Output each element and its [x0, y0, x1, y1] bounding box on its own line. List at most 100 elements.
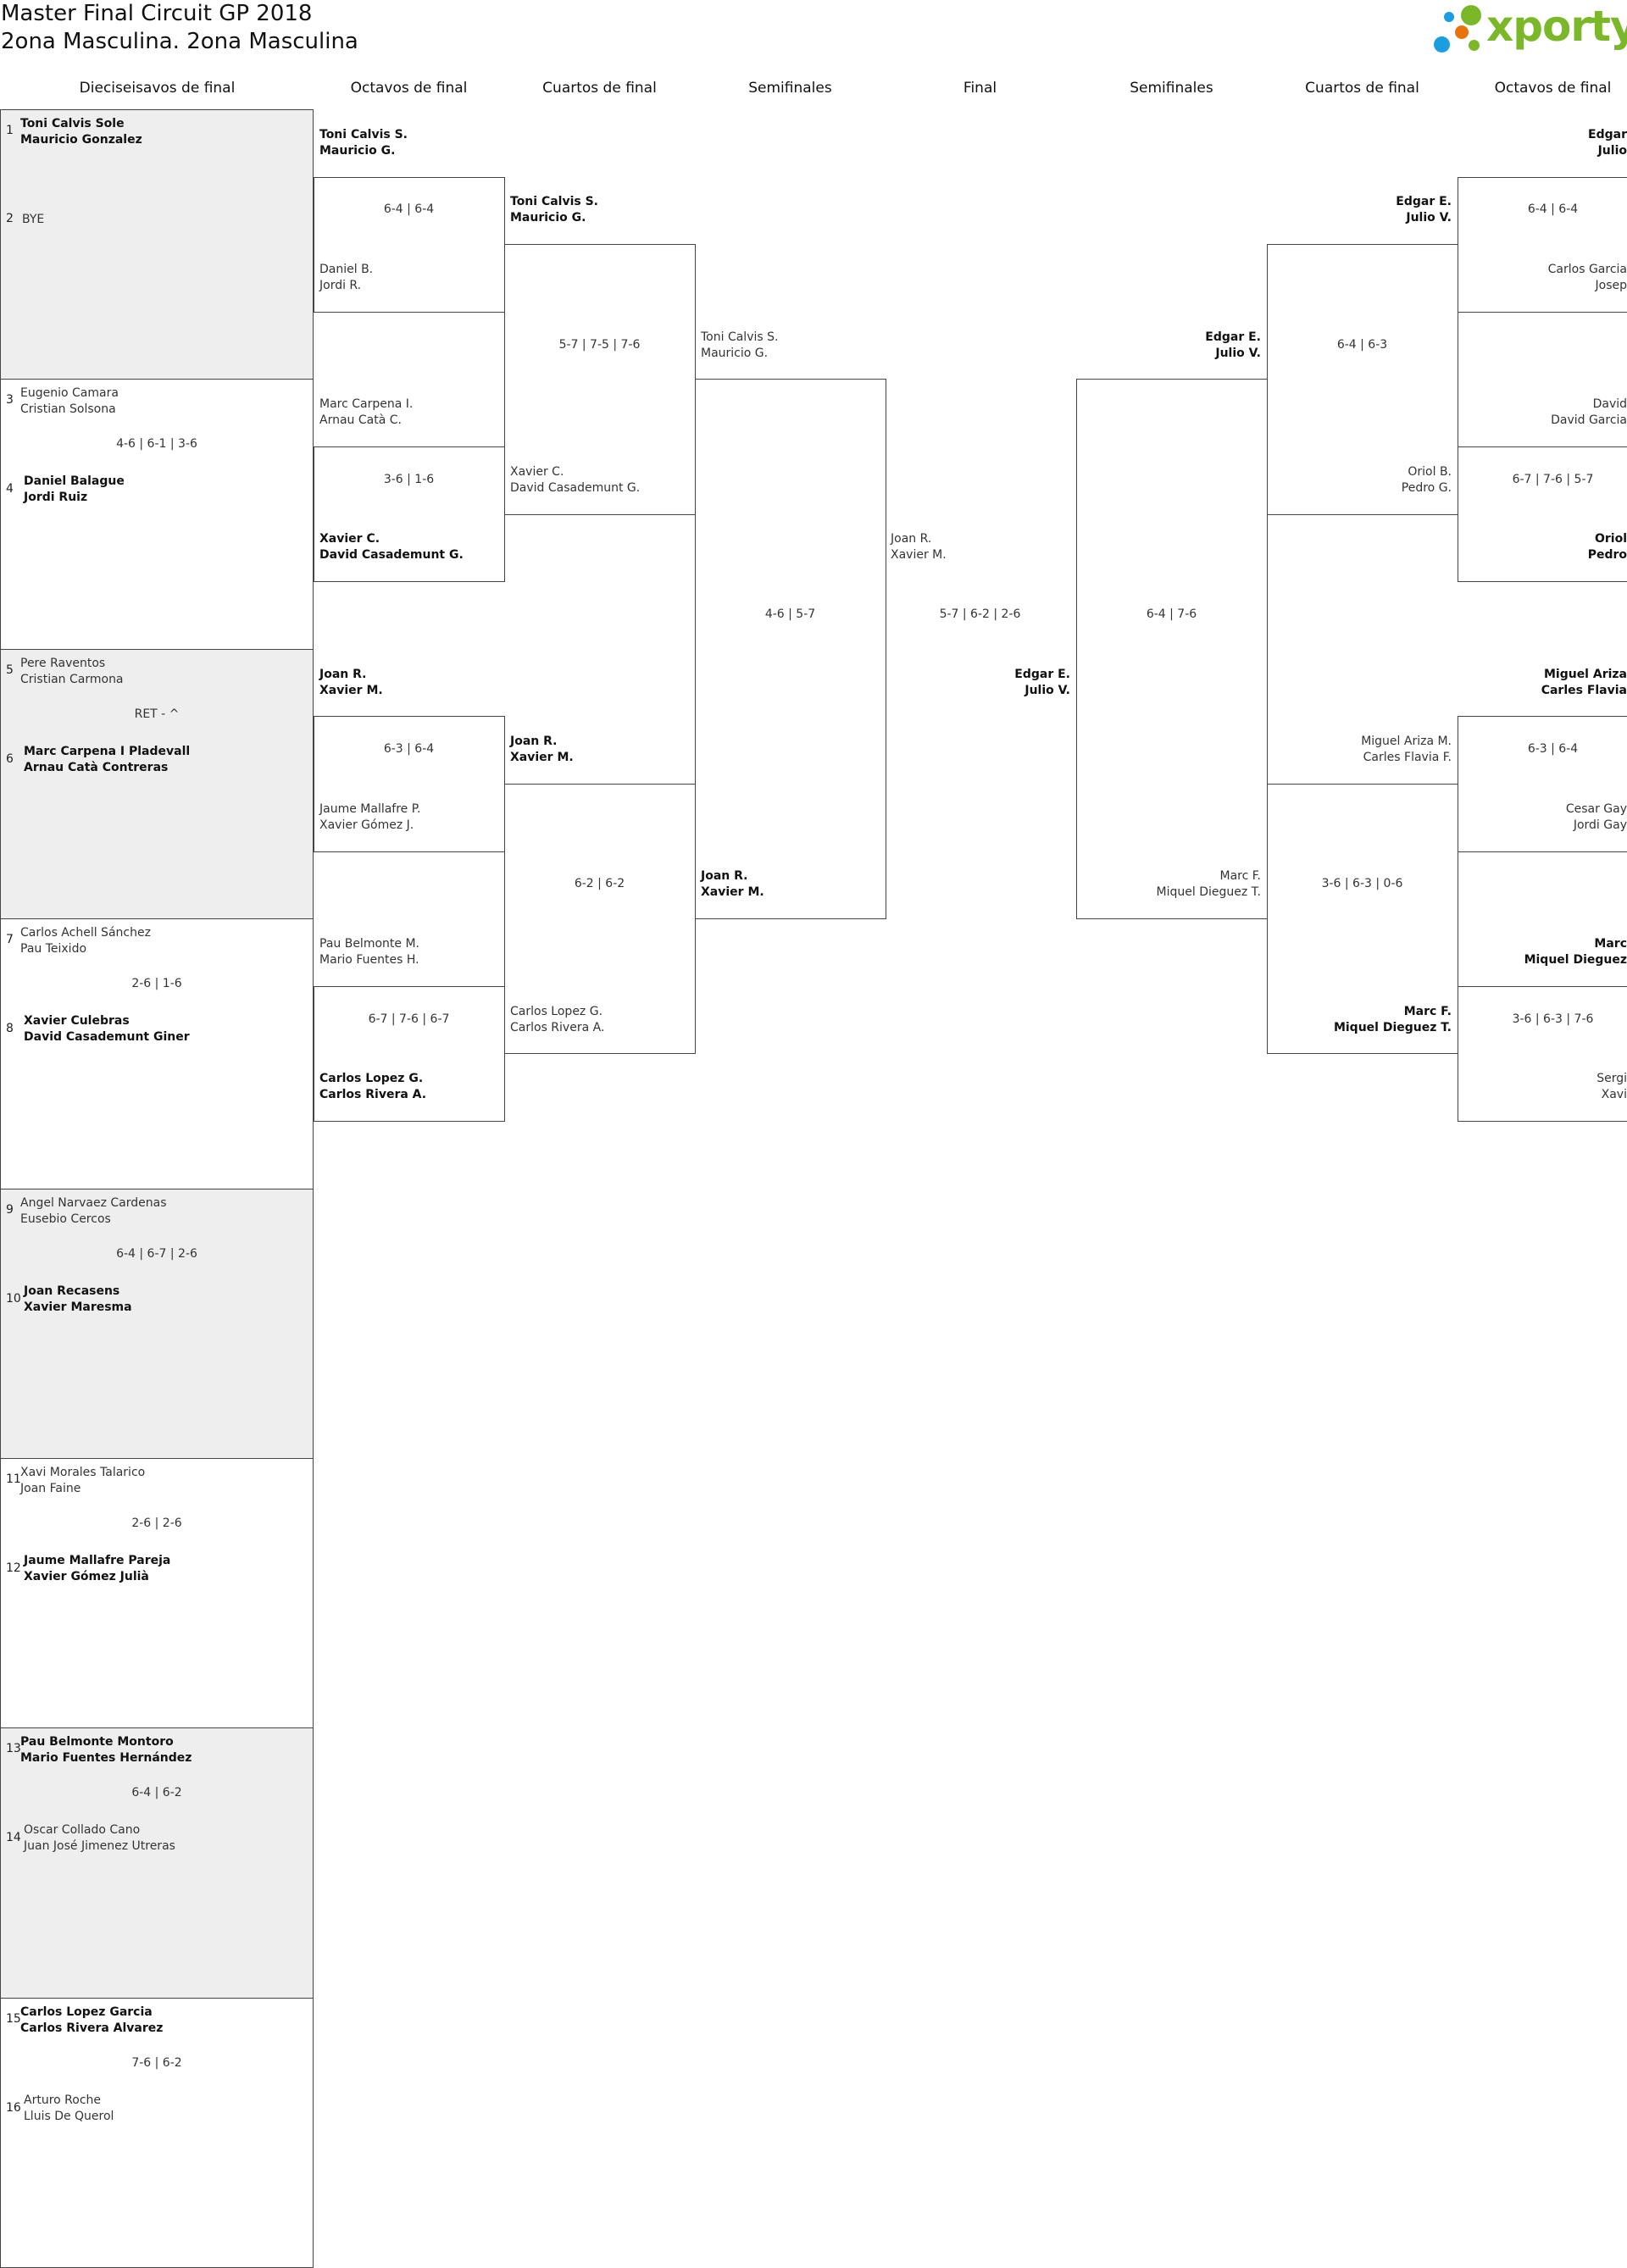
team-label: Josep [1596, 278, 1627, 294]
seed-number: 7 [6, 933, 14, 946]
team-label: Joan R. [891, 531, 931, 547]
team-label: Julio V. [1406, 210, 1452, 226]
team-player-name: Mauricio Gonzalez [20, 132, 142, 148]
team-label: David Garcia [1551, 413, 1627, 429]
match-score: 4-6 | 6-1 | 3-6 [0, 437, 314, 451]
team-player-name: Xavi Morales Talarico [20, 1465, 145, 1481]
team-player-name: Arturo Roche [24, 2093, 101, 2109]
team-label: Xavier M. [510, 750, 574, 766]
team-label: Edgar E. [1396, 194, 1452, 210]
team-label: Xavier M. [319, 683, 383, 699]
team-label: Edgar E. [1014, 667, 1070, 683]
team-player-name: Oscar Collado Cano [24, 1822, 140, 1838]
team-label: Julio V. [1025, 683, 1070, 699]
team-label: Pau Belmonte M. [319, 936, 419, 952]
team-label: Mauricio G. [510, 210, 586, 226]
match-box[interactable] [0, 109, 314, 380]
match-score: 4-6 | 5-7 [695, 607, 886, 621]
match-box[interactable] [0, 1458, 314, 1728]
team-label: Jaume Mallafre P. [319, 801, 420, 818]
round-header: Dieciseisavos de final [62, 80, 253, 97]
xporty-logo: xporty [1432, 3, 1627, 58]
team-label: Miquel Dieguez [1524, 952, 1627, 968]
team-label: Julio [1598, 143, 1627, 159]
match-box[interactable] [1076, 379, 1268, 919]
team-player-name: Lluis De Querol [24, 2109, 114, 2125]
team-player-name: Carlos Lopez Garcia [20, 2005, 153, 2021]
team-player-name: Juan José Jimenez Utreras [24, 1838, 175, 1855]
round-header: Cuartos de final [1267, 80, 1458, 97]
team-label: Carlos Lopez G. [510, 1004, 602, 1020]
team-player-name: Jordi Ruiz [24, 490, 87, 506]
seed-number: 3 [6, 393, 14, 407]
seed-number: 12 [6, 1561, 21, 1575]
team-player-name: Eusebio Cercos [20, 1212, 111, 1228]
team-label: Oriol B. [1408, 464, 1452, 480]
team-label: Marc F. [1404, 1004, 1452, 1020]
team-player-name: Joan Faine [20, 1481, 81, 1497]
match-score: 6-4 | 7-6 [1076, 607, 1267, 621]
team-label: Marc Carpena I. [319, 396, 413, 413]
team-label: Toni Calvis S. [319, 127, 408, 143]
team-label: Carlos Rivera A. [319, 1087, 426, 1103]
team-label: Carles Flavia F. [1363, 750, 1452, 766]
team-player-name: Cristian Solsona [20, 402, 116, 418]
match-box[interactable] [0, 918, 314, 1189]
logo-dot-icon [1434, 36, 1450, 53]
team-label: David Casademunt G. [510, 480, 640, 496]
match-score: 6-4 | 6-7 | 2-6 [0, 1247, 314, 1261]
logo-dot-icon [1455, 25, 1469, 39]
final-score: 5-7 | 6-2 | 2-6 [885, 607, 1075, 621]
team-label: Marc F. [1219, 868, 1261, 884]
match-score: 6-4 | 6-2 [0, 1786, 314, 1799]
match-score: 3-6 | 6-3 | 0-6 [1267, 877, 1458, 890]
team-player-name: Pere Raventos [20, 656, 105, 672]
team-player-name: BYE [22, 212, 44, 228]
team-label: Joan R. [701, 868, 747, 884]
team-player-name: Eugenio Camara [20, 385, 119, 402]
round-header: Octavos de final [1458, 80, 1627, 97]
team-player-name: Joan Recasens [24, 1284, 119, 1300]
team-label: Carlos Lopez G. [319, 1071, 423, 1087]
team-player-name: Xavier Maresma [24, 1300, 132, 1316]
match-score: 6-2 | 6-2 [504, 877, 695, 890]
round-header: Semifinales [695, 80, 886, 97]
seed-number: 11 [6, 1472, 21, 1486]
seed-number: 4 [6, 482, 14, 496]
match-score: 2-6 | 1-6 [0, 977, 314, 990]
team-label: Xavier C. [319, 531, 380, 547]
round-header: Semifinales [1076, 80, 1267, 97]
team-label: Toni Calvis S. [701, 330, 778, 346]
team-label: Xavier M. [701, 884, 764, 901]
team-label: Xavi [1602, 1087, 1627, 1103]
logo-text: xporty [1486, 2, 1627, 51]
match-box[interactable] [0, 379, 314, 649]
seed-number: 5 [6, 663, 14, 677]
match-box[interactable] [0, 1998, 314, 2268]
team-label: Julio V. [1215, 346, 1261, 362]
team-label: Miquel Dieguez T. [1157, 884, 1261, 901]
match-box[interactable] [0, 1727, 314, 1998]
team-player-name: Carlos Achell Sánchez [20, 925, 151, 941]
match-score: 6-4 | 6-4 [314, 202, 504, 216]
round-header: Octavos de final [314, 80, 504, 97]
match-box[interactable] [695, 379, 886, 919]
team-player-name: Cristian Carmona [20, 672, 124, 688]
seed-number: 14 [6, 1831, 21, 1844]
team-player-name: Angel Narvaez Cardenas [20, 1195, 166, 1212]
team-player-name: Pau Teixido [20, 941, 86, 957]
team-label: David [1593, 396, 1627, 413]
team-label: Mario Fuentes H. [319, 952, 419, 968]
team-label: Cesar Gay [1566, 801, 1627, 818]
team-player-name: Pau Belmonte Montoro [20, 1734, 174, 1750]
team-player-name: Jaume Mallafre Pareja [24, 1553, 170, 1569]
team-label: Toni Calvis S. [510, 194, 598, 210]
match-box[interactable] [0, 649, 314, 919]
match-box[interactable] [0, 1189, 314, 1459]
team-player-name: Daniel Balague [24, 474, 125, 490]
team-label: Jordi Gay [1574, 818, 1627, 834]
team-label: Carlos Garcia [1548, 262, 1627, 278]
round-header: Final [885, 80, 1075, 97]
team-label: Arnau Catà C. [319, 413, 402, 429]
match-score: 6-4 | 6-4 [1458, 202, 1627, 216]
